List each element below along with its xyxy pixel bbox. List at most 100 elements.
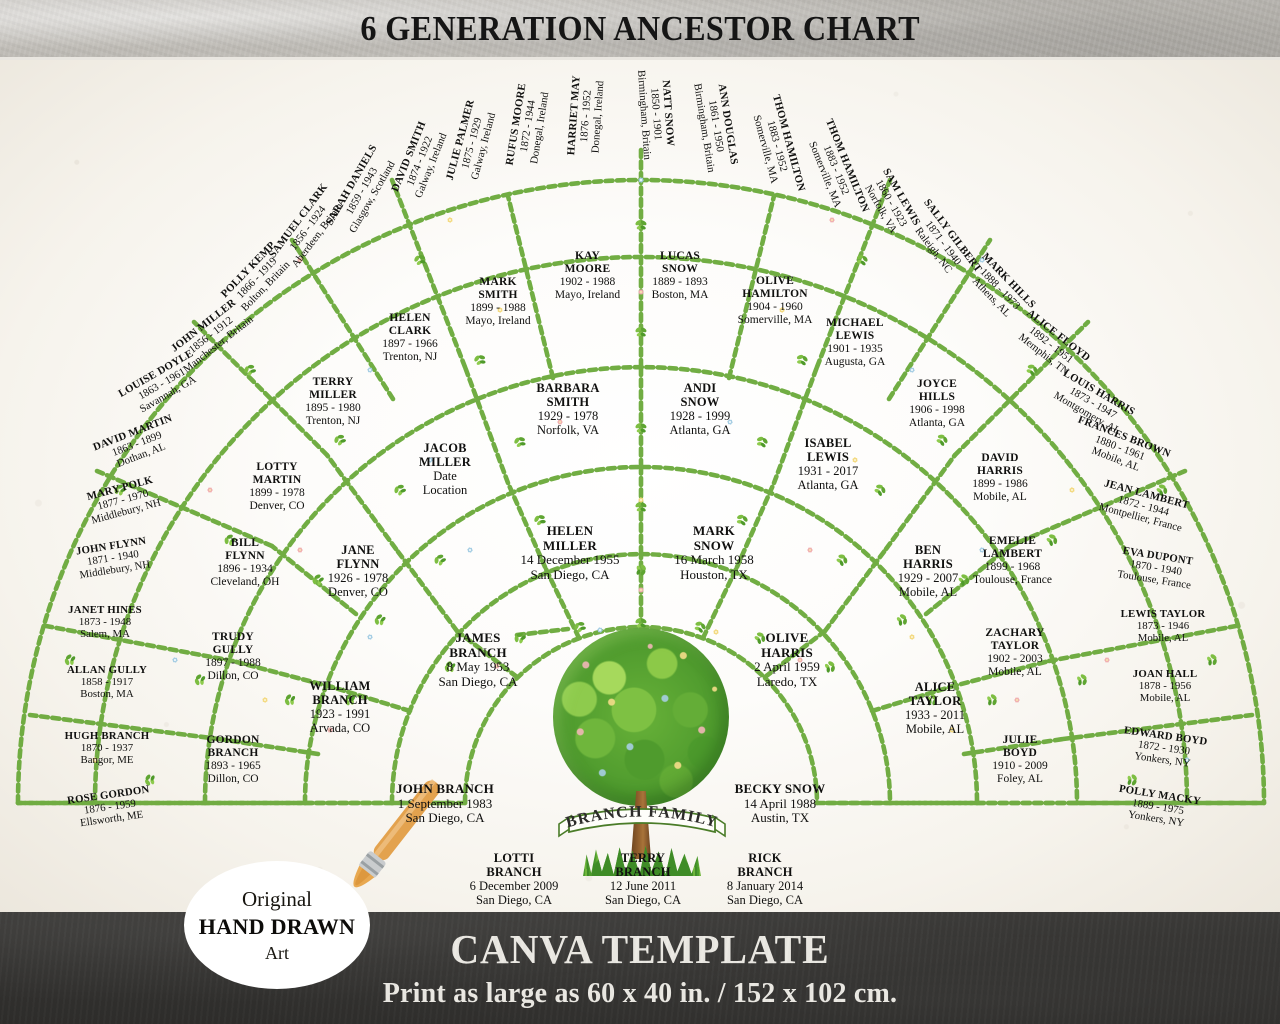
person-name-line1: BARBARA [536, 381, 600, 395]
person-place: Foley, AL [997, 772, 1043, 785]
person-place: Boston, MA [651, 288, 709, 301]
person-cell-mark-snow: MARK SNOW 16 March 1958 Houston, TX [644, 523, 784, 582]
person-date: 1931 - 2017 [797, 464, 859, 478]
person-name-line1: EMELIE [988, 535, 1037, 547]
person-name-line1: JOAN HALL [1132, 668, 1198, 680]
person-place: Boston, MA [80, 688, 134, 701]
person-cell-becky-snow: BECKY SNOW 14 April 1988 Austin, TX [710, 781, 850, 826]
person-name-line1: MARK [479, 276, 517, 288]
person-date: 6 December 2009 [469, 879, 559, 893]
person-name-line1: BILL [230, 537, 260, 549]
person-cell-lotty-martin: LOTTY MARTIN 1899 - 1978 Denver, CO [222, 461, 332, 513]
person-name-line1: LEWIS TAYLOR [1120, 608, 1206, 620]
person-place: Atlanta, GA [669, 423, 731, 437]
person-name-line1: ALLAN GULLY [66, 664, 148, 676]
person-date: 1873 - 1946 [1136, 620, 1190, 633]
person-cell-allan-gully: ALLAN GULLY 1858 - 1917 Boston, MA [42, 664, 172, 700]
person-name-line1: LOTTY [256, 461, 298, 473]
person-place: Cleveland, OH [210, 575, 280, 588]
tree-canopy-icon [549, 624, 733, 810]
person-place: San Diego, CA [405, 810, 485, 826]
person-name-line1: ISABEL [804, 436, 852, 450]
person-cell-gordon-branch: GORDON BRANCH 1893 - 1965 Dillon, CO [178, 734, 288, 786]
person-name-line1: ANDI [683, 381, 717, 395]
person-name-line2: MILLER [543, 537, 597, 553]
person-name-line2: HILLS [918, 390, 956, 403]
person-date: 1870 - 1937 [80, 742, 134, 755]
person-name-line1: JANET HINES [68, 604, 142, 616]
person-cell-terry-miller: TERRY MILLER 1895 - 1980 Trenton, NJ [278, 376, 388, 428]
header-band: 6 GENERATION ANCESTOR CHART [0, 0, 1280, 60]
person-date: 1896 - 1934 [217, 562, 273, 575]
person-cell-william-branch: WILLIAM BRANCH 1923 - 1991 Arvada, CO [285, 679, 395, 735]
person-date: 12 June 2011 [609, 879, 677, 893]
person-cell-emelie-lambert: EMELIE LAMBERT 1899 - 1968 Toulouse, Fra… [955, 535, 1070, 587]
person-name-line1: ZACHARY [985, 627, 1045, 639]
person-name-line1: JOHN BRANCH [396, 781, 494, 796]
person-cell-olive-harris: OLIVE HARRIS 2 April 1959 Laredo, TX [727, 630, 847, 689]
person-cell-kay-moore: KAY MOORE 1902 - 1988 Mayo, Ireland [530, 250, 645, 302]
person-place: San Diego, CA [438, 673, 518, 689]
person-cell-rick-branch: RICK BRANCH 8 January 2014 San Diego, CA [710, 851, 820, 907]
person-cell-mark-smith: MARK SMITH 1899 - 1988 Mayo, Ireland [443, 276, 553, 328]
person-name-line2: BRANCH [737, 865, 793, 879]
person-place: Houston, TX [680, 566, 748, 582]
person-date: 1899 - 1988 [470, 301, 526, 314]
person-name-line1: JANE [341, 543, 375, 557]
person-place: Augusta, GA [824, 355, 886, 368]
person-date: 1906 - 1998 [909, 403, 965, 416]
person-cell-joan-hall: JOAN HALL 1878 - 1956 Mobile, AL [1100, 668, 1230, 704]
person-name-line1: MICHAEL [826, 317, 884, 329]
person-date: 1902 - 2003 [987, 652, 1043, 665]
person-cell-jacob-miller: JACOB MILLER Date Location [395, 441, 495, 497]
person-name-line1: HUGH BRANCH [64, 730, 150, 742]
person-cell-david-harris: DAVID HARRIS 1899 - 1986 Mobile, AL [945, 452, 1055, 504]
person-date: 1899 - 1978 [249, 486, 305, 499]
person-name-line2: MILLER [309, 388, 357, 401]
person-place: Norfolk, VA [536, 423, 600, 437]
person-date: Date [433, 469, 457, 483]
person-place: San Diego, CA [604, 893, 682, 907]
person-cell-julie-boyd: JULIE BOYD 1910 - 2009 Foley, AL [965, 734, 1075, 786]
person-cell-janet-hines: JANET HINES 1873 - 1948 Salem, MA [40, 604, 170, 640]
person-name-line2: LEWIS [807, 450, 849, 464]
chart-canvas: BRANCH FAMILY LOTTI BRANCH 6 Dec [0, 60, 1280, 912]
person-date: 1928 - 1999 [669, 409, 731, 423]
person-date: 16 March 1958 [674, 552, 754, 568]
person-place: San Diego, CA [530, 566, 610, 582]
person-name-line2: HARRIS [977, 464, 1023, 477]
person-cell-michael-lewis: MICHAEL LEWIS 1901 - 1935 Augusta, GA [800, 317, 910, 369]
person-cell-ben-harris: BEN HARRIS 1929 - 2007 Mobile, AL [873, 543, 983, 599]
person-name-line2: HARRIS [761, 644, 813, 660]
person-name-line2: SNOW [693, 537, 735, 553]
person-cell-joyce-hills: JOYCE HILLS 1906 - 1998 Atlanta, GA [882, 378, 992, 430]
tree-trunk-icon [631, 791, 651, 859]
person-place: Mayo, Ireland [465, 314, 531, 327]
person-place: Mobile, AL [905, 722, 965, 736]
family-name-banner: BRANCH FAMILY [553, 798, 731, 854]
person-place: Mobile, AL [1139, 692, 1191, 705]
person-date: 1923 - 1991 [309, 707, 371, 721]
person-place: Dillon, CO [207, 772, 259, 785]
person-name-line1: RICK [748, 851, 782, 865]
hand-drawn-art-badge: Original HAND DRAWN Art [184, 861, 370, 989]
person-name-line2: MOORE [564, 262, 611, 275]
person-name-line2: BRANCH [449, 644, 507, 660]
person-name-line2: TAYLOR [990, 639, 1040, 652]
person-cell-helen-miller: HELEN MILLER 14 December 1955 San Diego,… [500, 523, 640, 582]
person-name-line1: BEN [914, 543, 942, 557]
person-cell-olive-hamilton: OLIVE HAMILTON 1904 - 1960 Somerville, M… [715, 275, 835, 327]
person-date: 14 December 1955 [520, 552, 620, 568]
person-cell-trudy-gully: TRUDY GULLY 1897 - 1988 Dillon, CO [178, 631, 288, 683]
person-cell-lucas-snow: LUCAS SNOW 1889 - 1893 Boston, MA [625, 250, 735, 302]
person-date: 1902 - 1988 [559, 275, 616, 288]
person-cell-helen-clark: HELEN CLARK 1897 - 1966 Trenton, NJ [355, 312, 465, 364]
person-cell-isabel-lewis: ISABEL LEWIS 1931 - 2017 Atlanta, GA [773, 436, 883, 492]
badge-line3: Art [265, 942, 289, 963]
person-cell-lewis-taylor: LEWIS TAYLOR 1873 - 1946 Mobile, AL [1098, 608, 1228, 644]
person-name-line2: SNOW [662, 262, 698, 275]
person-date: 14 April 1988 [743, 795, 817, 811]
person-name-line1: OLIVE [755, 275, 795, 287]
person-name-line1: BECKY SNOW [734, 781, 826, 796]
person-place: Mayo, Ireland [554, 288, 621, 301]
